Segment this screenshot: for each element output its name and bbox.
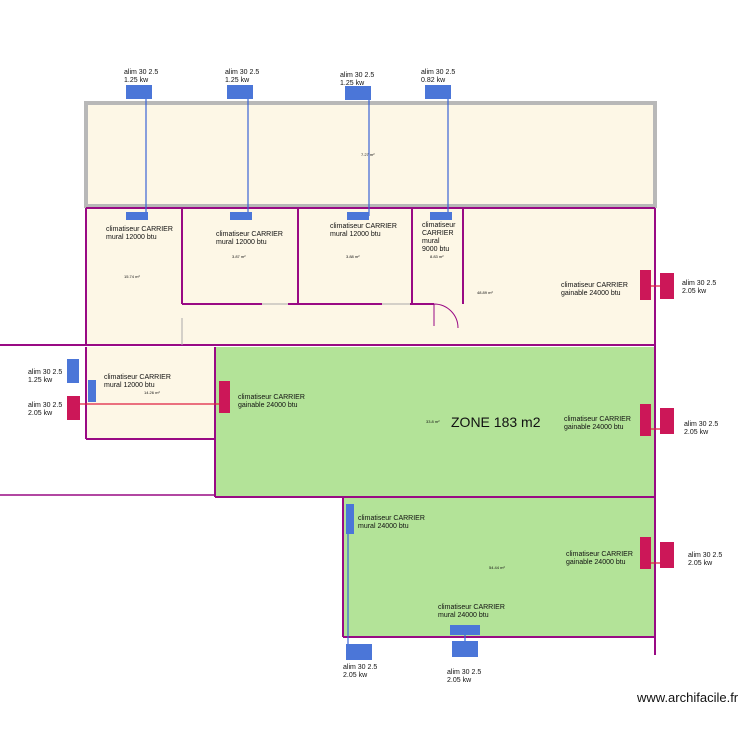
unit-room3 (347, 212, 369, 220)
room-5 (86, 347, 215, 439)
blue-lines (145, 98, 466, 645)
unit-gain3 (640, 404, 651, 436)
unit-room1 (126, 212, 148, 220)
red-units (67, 270, 674, 569)
supply-box-bottom2 (452, 641, 478, 657)
unit-mural24a (346, 504, 354, 534)
top-room (84, 101, 657, 208)
supply-box-bottom1 (346, 644, 372, 660)
area-label: 7.27 m² (361, 152, 375, 157)
supply-box-top3 (345, 86, 371, 100)
unit-room4 (430, 212, 452, 220)
supply-box-right3 (660, 542, 674, 568)
room-1 (86, 208, 182, 345)
right-room (463, 208, 655, 345)
supply-box-top4 (425, 85, 451, 99)
room-3 (298, 208, 412, 304)
blue-units (67, 85, 480, 660)
watermark: www.archifacile.fr (636, 690, 739, 705)
area-labels: 7.27 m² 15.74 m² 3.87 m² 3.88 m² 8.83 m²… (124, 152, 505, 570)
walls (0, 207, 656, 655)
unit-mural24b (450, 625, 480, 635)
area-label: 48.89 m² (477, 290, 493, 295)
unit-room2 (230, 212, 252, 220)
supply-box-top1 (126, 85, 152, 99)
area-label: 14.26 m² (144, 390, 160, 395)
supply-box-right2 (660, 408, 674, 434)
unit-gain4 (640, 537, 651, 569)
supply-box-top2 (227, 85, 253, 99)
lower-zone (343, 497, 655, 637)
supply-box-left1 (67, 359, 79, 383)
zone-183 (215, 347, 655, 497)
unit-gain2 (219, 381, 230, 413)
zone-label: ZONE 183 m2 (451, 414, 541, 430)
supply-box-right1 (660, 273, 674, 299)
area-label: 54.44 m² (489, 565, 505, 570)
room-2 (182, 208, 298, 304)
area-label: 3.87 m² (232, 254, 246, 259)
door-swing (433, 303, 459, 329)
corridor-room (182, 304, 463, 345)
room-4 (412, 208, 463, 304)
area-label: 33.8 m² (426, 419, 440, 424)
unit-gain1 (640, 270, 651, 300)
supply-box-left2 (67, 396, 80, 420)
area-label: 3.88 m² (346, 254, 360, 259)
area-label: 15.74 m² (124, 274, 140, 279)
area-label: 8.83 m² (430, 254, 444, 259)
unit-room5 (88, 380, 96, 402)
